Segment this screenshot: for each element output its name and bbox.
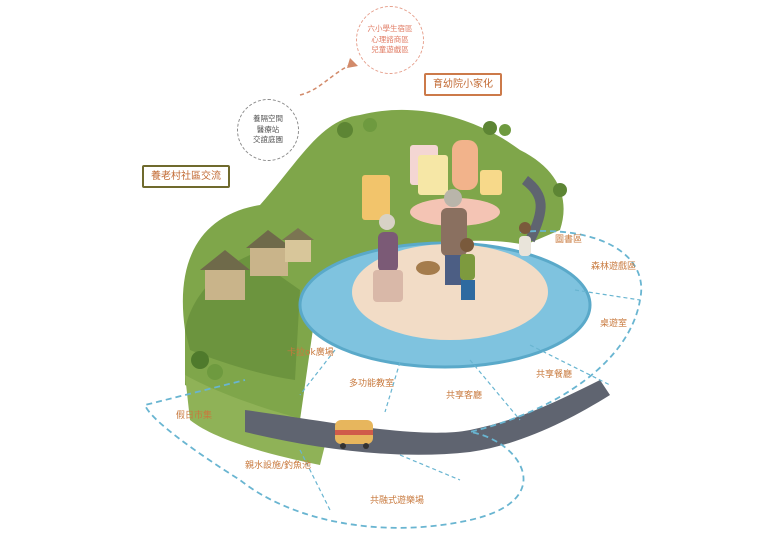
bubble-line: 養隔空間 [253, 113, 283, 123]
minibus-stripe [335, 430, 373, 435]
road-upper [521, 176, 546, 243]
flow-arrow [299, 64, 351, 96]
zone-label-karaoke: 卡拉ok廣場 [287, 348, 334, 358]
house-roof [200, 250, 250, 270]
zone-label-shared-dining: 共享餐廳 [536, 370, 573, 380]
bubble-line: 醫療站 [256, 124, 280, 134]
zone-divider [469, 359, 521, 421]
house-roof [282, 228, 314, 240]
zone-label-board-game: 桌遊室 [600, 319, 628, 329]
bubble-line: 交誼庭園 [253, 135, 283, 145]
trees [191, 118, 567, 380]
arrow-head [347, 58, 358, 68]
house [205, 270, 245, 300]
bubble-top: 六小學生宿區 心理諮商區 兒童遊戲區 [356, 6, 424, 74]
zone-divider [399, 454, 461, 481]
bubble-line: 心理諮商區 [371, 34, 409, 44]
building [418, 155, 448, 195]
zone-divider [384, 361, 401, 413]
bubble-line: 兒童遊戲區 [371, 45, 409, 55]
callout-orphanage: 育幼院小家化 [424, 73, 502, 96]
house-roof [246, 230, 292, 248]
zone-label-inclusive-play: 共融式遊樂場 [370, 496, 425, 506]
zone-divider [299, 349, 336, 396]
bubble-line: 六小學生宿區 [367, 23, 413, 33]
house [285, 240, 311, 262]
zone-label-water-fishing: 親水設施/釣魚池 [245, 461, 312, 471]
zone-divider [529, 344, 611, 386]
house [250, 248, 288, 276]
zone-divider [574, 289, 641, 301]
building [362, 175, 390, 220]
zone-boundary [143, 230, 643, 529]
people [373, 189, 531, 302]
zone-label-holiday-market: 假日市集 [176, 411, 213, 421]
zone-label-forest-play: 森林遊戲區 [591, 262, 637, 272]
bubble-left: 養隔空間 醫療站 交誼庭園 [237, 99, 299, 161]
central-plaza [352, 244, 548, 340]
zone-label-shared-living: 共享客廳 [446, 391, 483, 401]
building [480, 170, 502, 195]
zone-label-library: 圖書區 [555, 235, 583, 245]
callout-elder-exchange: 養老村社區交流 [142, 165, 230, 188]
zone-label-multi-classroom: 多功能教室 [349, 379, 395, 389]
building [452, 140, 478, 190]
